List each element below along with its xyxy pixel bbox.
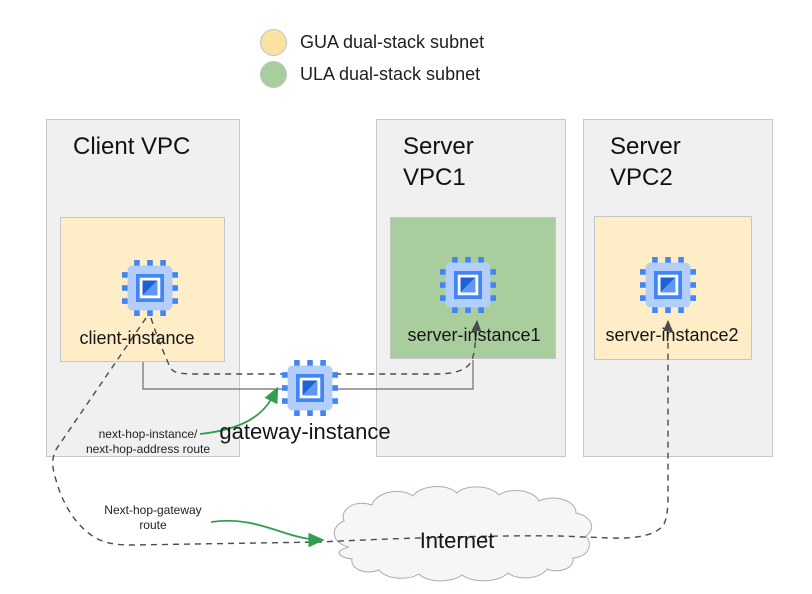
server1-ula-subnet-box <box>390 217 556 359</box>
legend-label: ULA dual-stack subnet <box>300 64 481 84</box>
legend-item-ula: ULA dual-stack subnet <box>260 61 480 88</box>
server-instance2-chip-icon <box>640 257 696 313</box>
client-instance-label: client-instance <box>79 328 195 348</box>
server-instance1-chip-icon <box>440 257 496 313</box>
gua-subnet-swatch-icon <box>260 29 287 56</box>
server-instance2-label: server-instance2 <box>605 325 739 345</box>
server-instance1-label: server-instance1 <box>407 325 541 345</box>
vpc-title: Client VPC <box>73 133 191 160</box>
gateway-instance-label: gateway-instance <box>219 419 391 444</box>
internet-cloud-icon <box>333 486 593 582</box>
green-arrow-gateway-route <box>210 519 325 548</box>
legend-item-gua: GUA dual-stack subnet <box>260 29 484 56</box>
internet-label: Internet <box>419 528 495 553</box>
green-arrow-instance-route <box>199 386 279 435</box>
legend-label: GUA dual-stack subnet <box>300 32 485 52</box>
ula-subnet-swatch-icon <box>260 61 287 88</box>
next-hop-gateway-route-label: Next-hop-gateway route <box>104 503 202 532</box>
dashed-route-client-to-internet-to-server2 <box>52 317 673 546</box>
next-hop-instance-route-label: next-hop-instance/ next-hop-address rout… <box>85 427 211 456</box>
gateway-instance-chip-icon <box>282 360 338 416</box>
client-instance-chip-icon <box>122 260 178 316</box>
